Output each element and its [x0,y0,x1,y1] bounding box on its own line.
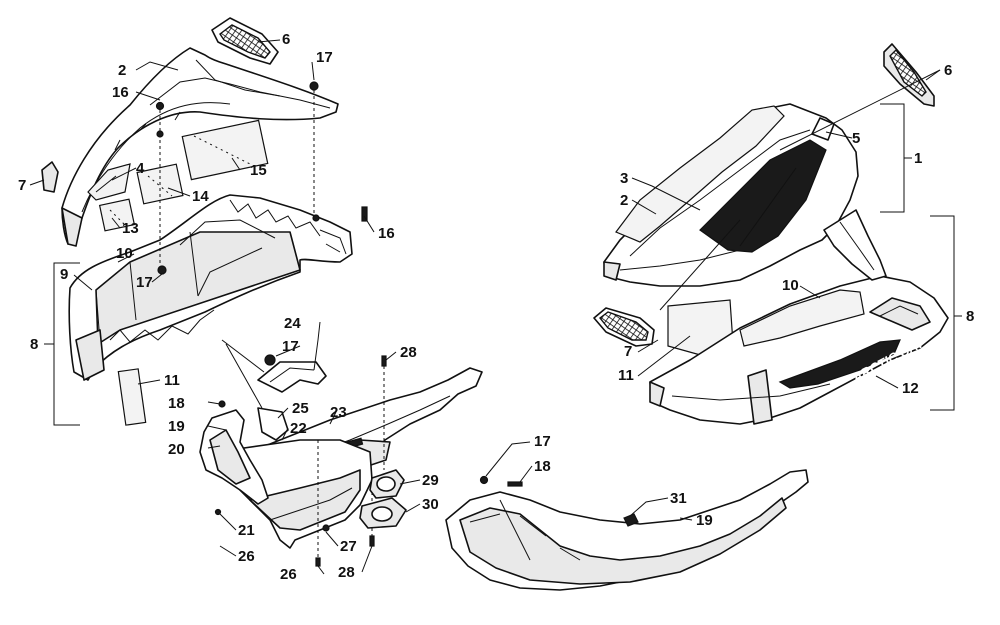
callout-4: 4 [136,160,145,177]
callout-28-a: 28 [400,344,417,361]
callout-labels: 1 2 2 3 4 5 6 6 7 7 8 8 9 10 10 11 11 12… [18,31,974,583]
callout-29: 29 [422,472,439,489]
callout-6-left: 6 [282,31,290,48]
callout-18-b: 18 [534,458,551,475]
callout-17-b: 17 [136,274,153,291]
callout-22: 22 [290,420,307,437]
callout-25: 25 [292,400,309,417]
callout-15: 15 [250,162,267,179]
rings-part [359,469,407,529]
callout-28-b: 28 [338,564,355,581]
vent-screen-7-part [593,307,655,347]
callout-26-b: 26 [280,566,297,583]
callout-2-right: 2 [620,192,628,209]
callout-3: 3 [620,170,628,187]
clip-part [41,161,59,193]
callout-10-left: 10 [116,245,133,262]
leader-lines [29,39,941,575]
callout-27: 27 [340,538,357,555]
assembly-brackets [44,103,962,426]
callout-7-right: 7 [624,343,632,360]
vent-screen-part [211,17,279,65]
callout-11-left: 11 [164,372,180,389]
lower-hood-part [68,194,353,381]
decal-11-part [117,368,147,426]
callout-19-a: 19 [168,418,185,435]
callout-8-right: 8 [966,308,974,325]
callout-14: 14 [192,188,209,205]
left-exploded-view [41,17,483,567]
callout-17-c: 17 [282,338,299,355]
vent-screen-right-part [883,43,935,107]
callout-6-right: 6 [944,62,952,79]
callout-5: 5 [852,130,860,147]
callout-16-right: 16 [378,225,395,242]
callout-19-b: 19 [696,512,713,529]
callout-24: 24 [284,315,301,332]
callout-17-d: 17 [534,433,551,450]
callout-1: 1 [914,150,922,167]
callout-9: 9 [60,266,68,283]
callout-17-a: 17 [316,49,333,66]
callout-7-left: 7 [18,177,26,194]
bracket-24-part [257,354,327,393]
callout-18-a: 18 [168,395,185,412]
callout-31: 31 [670,490,687,507]
callout-23: 23 [330,404,347,421]
callout-16-left: 16 [112,84,129,101]
mount-lines [221,339,265,409]
hood-decals [87,119,269,232]
callout-12: 12 [902,380,919,397]
lower-skid-part [445,469,809,591]
right-assembled-view: ARCTIC CAT [445,43,949,591]
callout-20: 20 [168,441,185,458]
callout-26-a: 26 [238,548,255,565]
skid-plate-part [199,355,387,567]
hood-assembly-part [603,103,859,287]
lower-hood-assembly-part: ARCTIC CAT [649,209,949,425]
callout-21: 21 [238,522,255,539]
callout-30: 30 [422,496,439,513]
callout-2-left: 2 [118,62,126,79]
callout-13: 13 [122,220,139,237]
callout-8-left: 8 [30,336,38,353]
callout-11-right: 11 [618,367,634,384]
callout-10-right: 10 [782,277,799,294]
